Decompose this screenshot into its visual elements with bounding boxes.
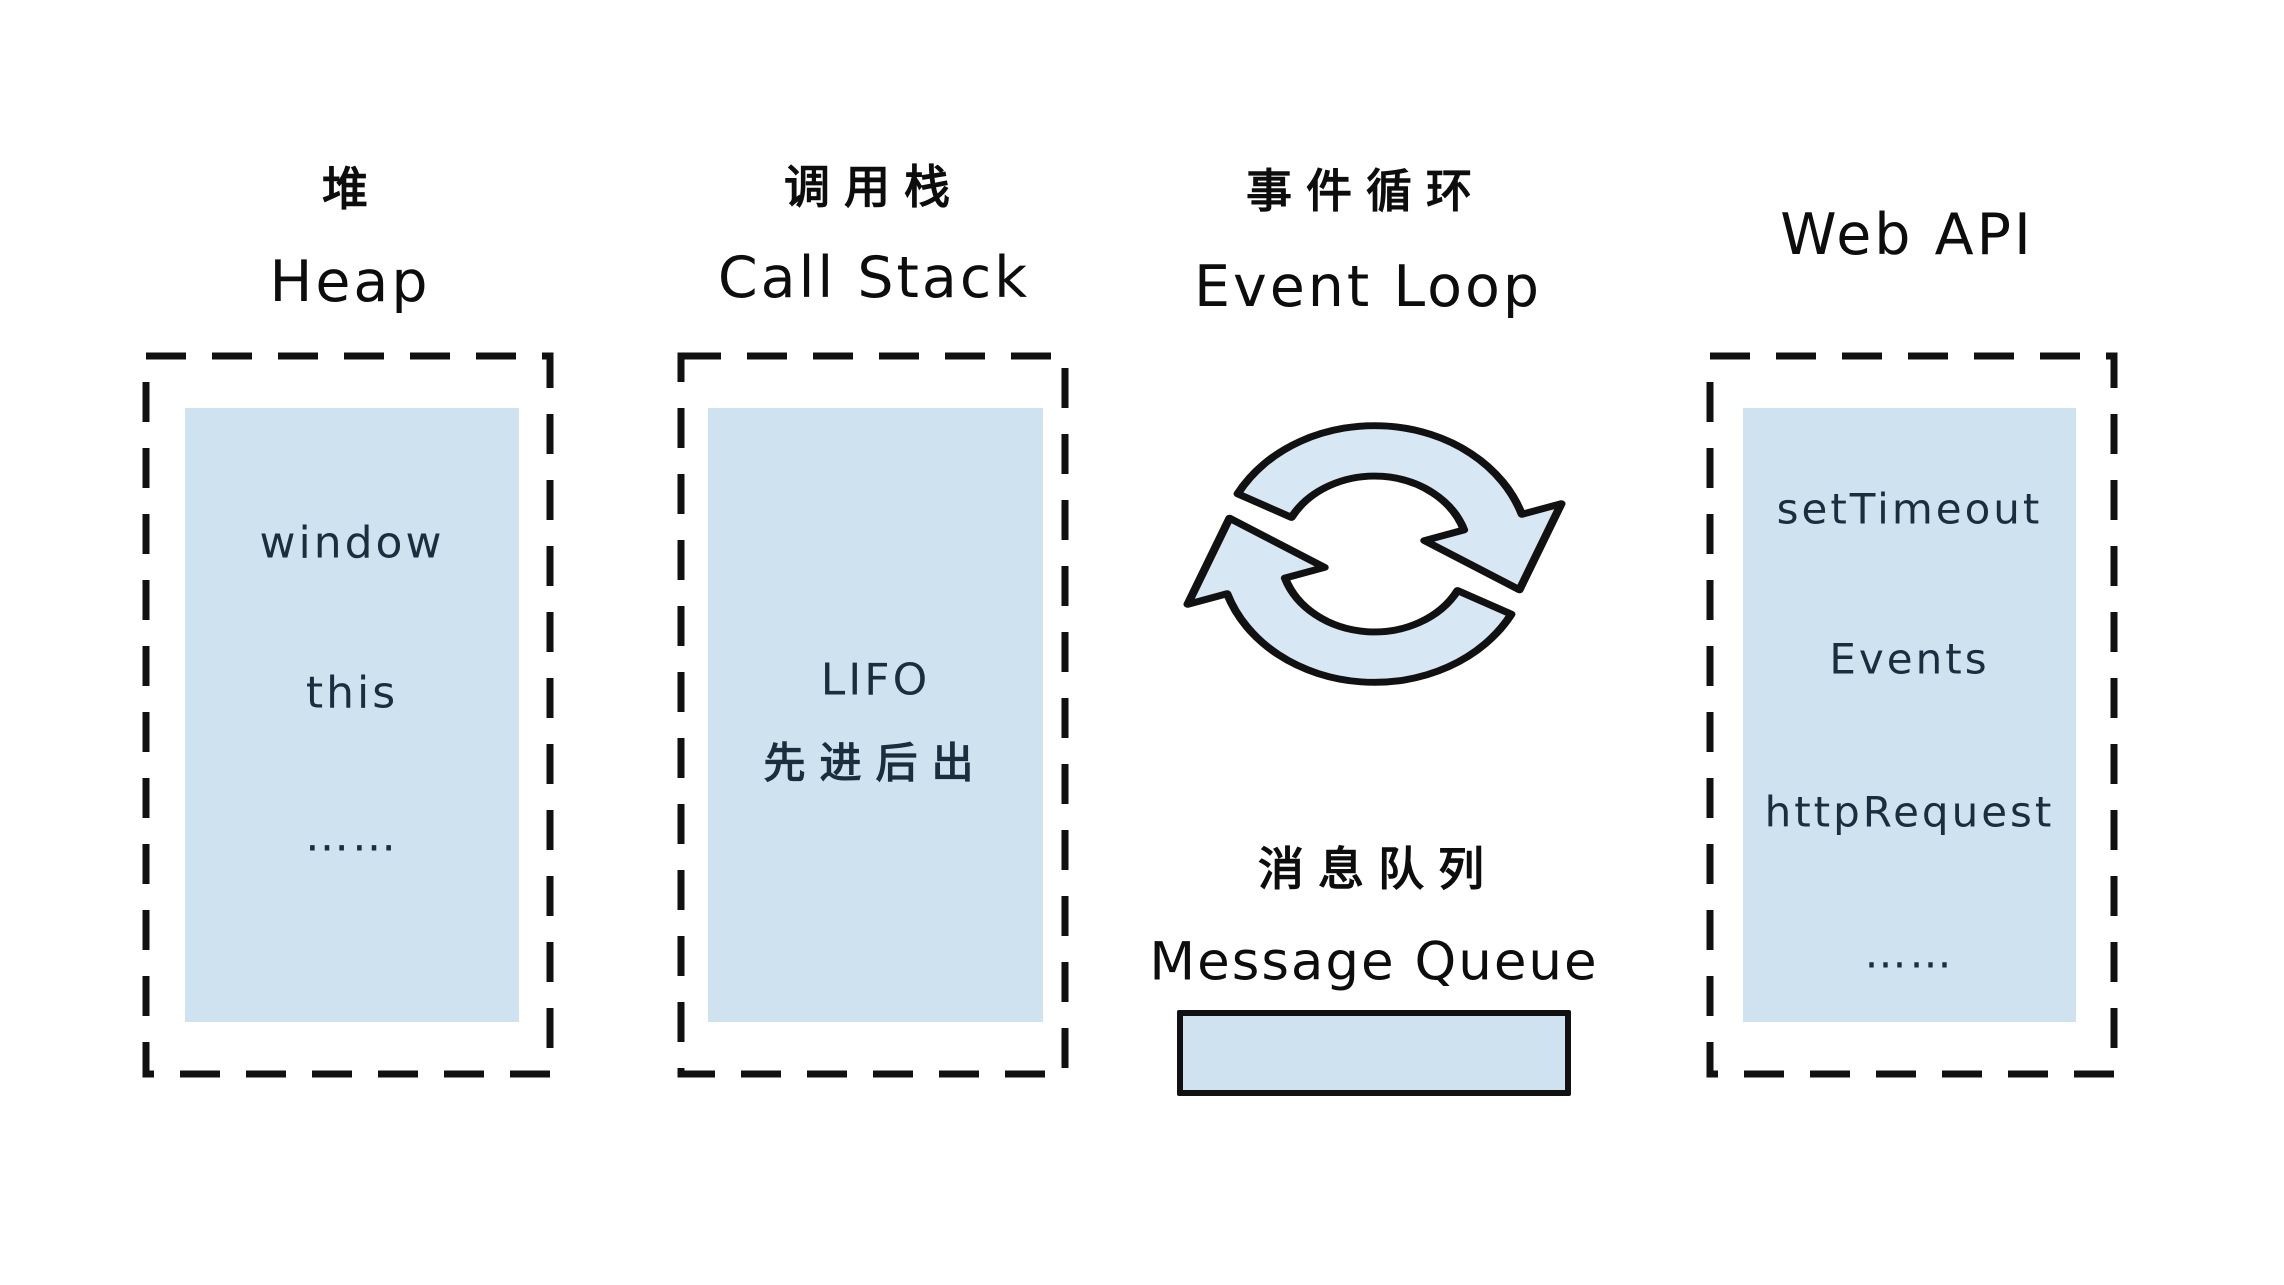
call-stack-panel: LIFO 先进后出 bbox=[708, 408, 1043, 1022]
call-stack-title-zh: 调用栈 bbox=[784, 160, 964, 214]
call-stack-item: LIFO bbox=[820, 654, 931, 706]
event-loop-title-zh: 事件循环 bbox=[1246, 164, 1486, 218]
heap-box-dashed-border bbox=[142, 352, 554, 1078]
call-stack-item-zh: 先进后出 bbox=[763, 738, 988, 788]
web-api-item: setTimeout bbox=[1776, 484, 2043, 534]
heap-item: window bbox=[259, 517, 445, 569]
web-api-item: Events bbox=[1829, 634, 1990, 684]
web-api-box-dashed-border bbox=[1706, 352, 2118, 1078]
event-loop-cycle-arrows-icon bbox=[1183, 422, 1566, 686]
message-queue-slot bbox=[1177, 1010, 1571, 1096]
message-queue-title-en: Message Queue bbox=[1149, 931, 1599, 993]
web-api-box: setTimeout Events httpRequest …… bbox=[1706, 352, 2118, 1078]
heap-item-ellipsis: …… bbox=[305, 810, 399, 862]
web-api-panel: setTimeout Events httpRequest …… bbox=[1743, 408, 2076, 1022]
call-stack-title-en: Call Stack bbox=[717, 245, 1031, 311]
call-stack-box-dashed-border bbox=[677, 352, 1069, 1078]
heap-title-zh: 堆 bbox=[322, 162, 382, 216]
heap-panel: window this …… bbox=[185, 408, 519, 1022]
event-loop-title-en: Event Loop bbox=[1193, 254, 1543, 320]
web-api-item: httpRequest bbox=[1764, 787, 2055, 837]
heap-box: window this …… bbox=[142, 352, 554, 1078]
heap-title-en: Heap bbox=[269, 249, 431, 315]
message-queue-title-zh: 消息队列 bbox=[1258, 842, 1498, 896]
call-stack-box: LIFO 先进后出 bbox=[677, 352, 1069, 1078]
web-api-item-ellipsis: …… bbox=[1864, 928, 1955, 978]
web-api-title-en: Web API bbox=[1780, 202, 2034, 268]
heap-item: this bbox=[305, 667, 399, 719]
